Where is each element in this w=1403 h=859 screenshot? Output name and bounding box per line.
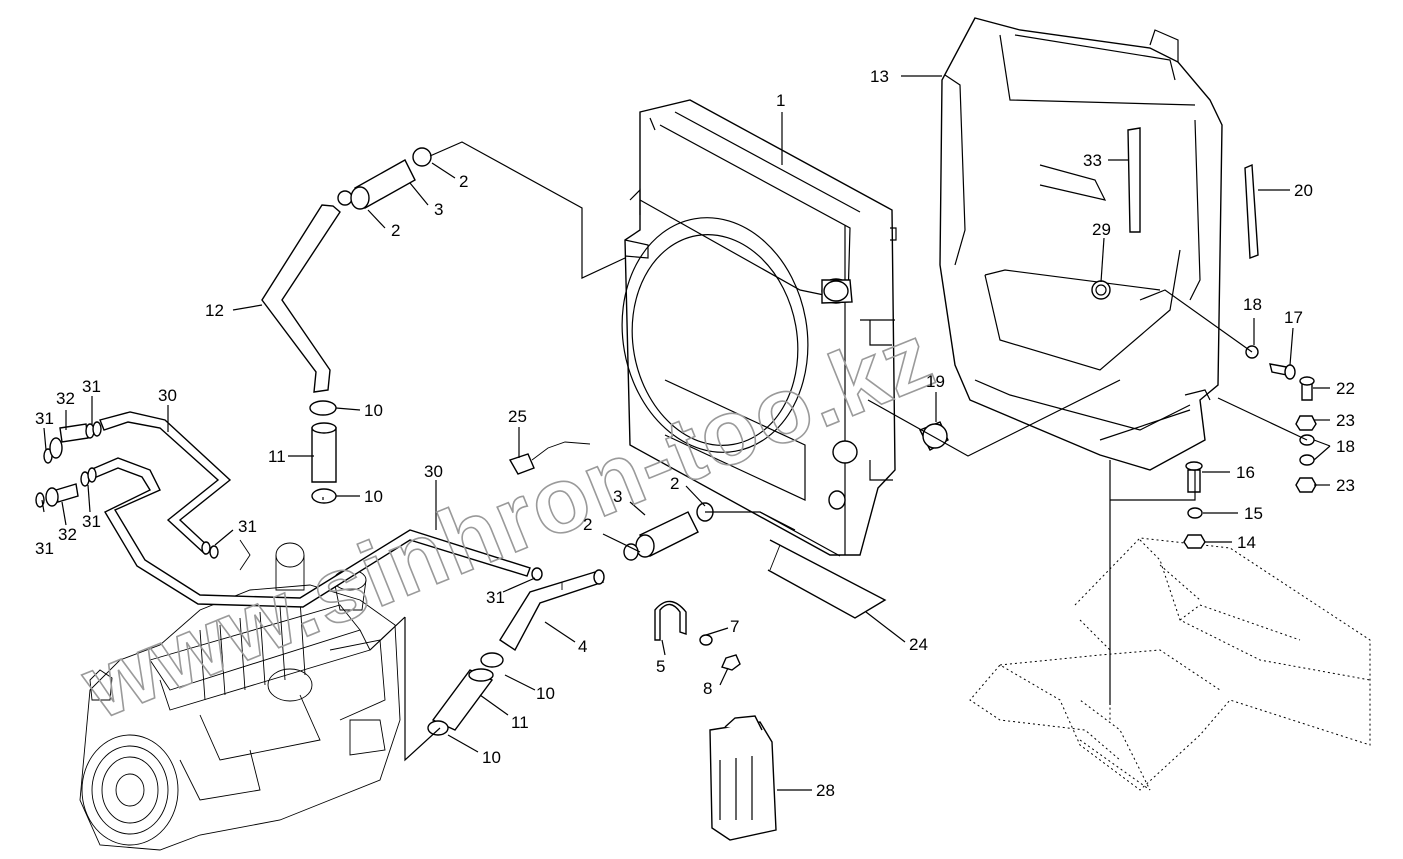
callout-18: 18 xyxy=(1336,437,1355,456)
callout-31: 31 xyxy=(82,377,101,396)
callout-29: 29 xyxy=(1092,220,1111,239)
callout-2: 2 xyxy=(670,474,679,493)
clamp-31c xyxy=(531,567,543,581)
callout-1: 1 xyxy=(776,91,785,110)
nut-14 xyxy=(1183,534,1206,549)
callout-10: 10 xyxy=(364,401,383,420)
callout-10: 10 xyxy=(364,487,383,506)
callout-10: 10 xyxy=(536,684,555,703)
callout-18: 18 xyxy=(1243,295,1262,314)
callout-32: 32 xyxy=(56,389,75,408)
callout-30: 30 xyxy=(158,386,177,405)
nut-23a xyxy=(1295,415,1317,431)
callout-5: 5 xyxy=(656,657,665,676)
clamp-10d xyxy=(427,720,449,736)
callout-22: 22 xyxy=(1336,379,1355,398)
callout-12: 12 xyxy=(205,301,224,320)
callout-31: 31 xyxy=(82,512,101,531)
strip-24 xyxy=(767,539,887,619)
callout-28: 28 xyxy=(816,781,835,800)
canister-28 xyxy=(709,715,777,841)
callout-11: 11 xyxy=(268,447,286,466)
callout-24: 24 xyxy=(909,635,928,654)
bolt-22 xyxy=(1301,383,1313,401)
callout-8: 8 xyxy=(703,679,712,698)
callout-30: 30 xyxy=(424,462,443,481)
callout-31: 31 xyxy=(238,517,257,536)
engine xyxy=(79,539,401,851)
callout-10: 10 xyxy=(482,748,501,767)
chassis-frame xyxy=(969,537,1371,791)
hose-11-upper xyxy=(311,427,337,483)
fan-shroud xyxy=(939,17,1223,471)
callout-25: 25 xyxy=(508,407,527,426)
washer-7 xyxy=(699,634,713,646)
callout-14: 14 xyxy=(1237,533,1256,552)
clamp-10a xyxy=(309,400,337,416)
callout-2: 2 xyxy=(459,172,468,191)
callout-32: 32 xyxy=(58,525,77,544)
fitting-32-upper xyxy=(43,421,102,464)
u-bolt-5 xyxy=(654,600,687,641)
callout-2: 2 xyxy=(391,221,400,240)
clamp-2c xyxy=(623,543,639,561)
callout-4: 4 xyxy=(578,637,587,656)
clamp-31b xyxy=(209,545,219,559)
callout-17: 17 xyxy=(1284,308,1303,327)
clamp-31 xyxy=(201,541,211,555)
callout-20: 20 xyxy=(1294,181,1313,200)
nut-8 xyxy=(721,654,741,671)
callout-31: 31 xyxy=(486,588,505,607)
clamp-2b xyxy=(412,147,432,167)
nut-23b xyxy=(1295,477,1317,493)
callout-13: 13 xyxy=(870,67,889,86)
washer-15 xyxy=(1187,507,1203,519)
callout-2: 2 xyxy=(583,515,592,534)
callout-31: 31 xyxy=(35,409,54,428)
strip-20 xyxy=(1244,163,1259,259)
bolt-16 xyxy=(1187,469,1201,493)
callout-7: 7 xyxy=(730,617,739,636)
washer-18c xyxy=(1299,454,1315,466)
radiator xyxy=(621,99,897,556)
callout-33: 33 xyxy=(1083,151,1102,170)
callout-16: 16 xyxy=(1236,463,1255,482)
callout-11: 11 xyxy=(511,713,529,732)
callout-31: 31 xyxy=(35,539,54,558)
callout-3: 3 xyxy=(613,487,622,506)
callout-3: 3 xyxy=(434,200,443,219)
hose-12 xyxy=(261,204,341,393)
pipe-30-lower xyxy=(89,457,531,608)
strip-33 xyxy=(1127,127,1141,233)
clamp-10b xyxy=(311,488,337,504)
callout-15: 15 xyxy=(1244,504,1263,523)
clamp-2a xyxy=(337,190,353,206)
callout-labels: 1 2 2 2 2 3 3 4 5 7 8 10 10 10 10 11 11 … xyxy=(35,67,1355,800)
fitting-32-lower xyxy=(35,467,97,508)
sensor-25 xyxy=(508,453,535,475)
callout-23: 23 xyxy=(1336,476,1355,495)
callout-19: 19 xyxy=(926,372,945,391)
callout-23: 23 xyxy=(1336,411,1355,430)
leader-lines xyxy=(41,75,1331,791)
clamp-10c xyxy=(480,652,504,668)
hose-4 xyxy=(499,571,605,652)
assembly-lines xyxy=(322,141,1308,762)
